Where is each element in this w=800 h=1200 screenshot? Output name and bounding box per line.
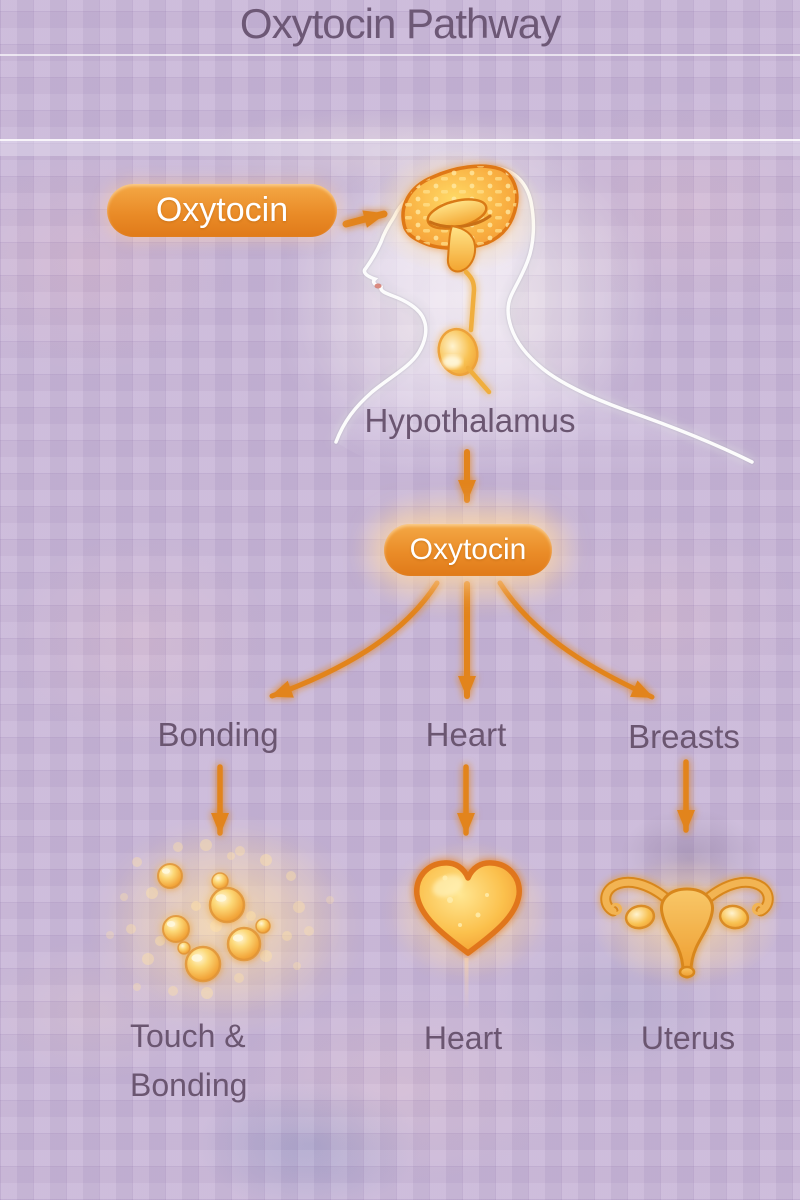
oxytocin-hormone-pill: Oxytocin [384,524,552,576]
head-fill [336,167,752,493]
heart-icon [390,842,546,1010]
tube-curl-left [610,903,622,915]
brain-texture [403,166,517,249]
brain-icon [370,150,546,395]
gland-stalk [463,269,477,333]
uterus-body [660,887,714,979]
arrow-oxytocin-to-head [342,210,388,228]
gland-highlight [442,355,462,369]
brainstem [446,224,477,273]
brain-body [401,164,519,250]
top-shine-line [0,54,800,56]
bubbles-halo [107,825,343,1015]
title-band [0,141,800,156]
heart-highlight [432,875,464,897]
gland-tail [465,365,492,395]
cap-fold [428,214,492,229]
arrow-to-bonding [269,580,440,699]
ovary-left [624,904,656,930]
target-label-bonding: Bonding [157,716,279,753]
uterus-icon [592,860,782,984]
bonding-bubbles-icon [106,825,343,1015]
target-label-heart: Heart [425,716,507,753]
oxytocin-source-pill: Oxytocin [107,184,337,237]
heart-light-streak [464,958,469,1010]
ovary-right [718,904,750,930]
title-underline [0,139,800,141]
brain-halo [370,150,546,274]
effect-label-heart: Heart [423,1020,503,1056]
bubbles-sparkles [106,839,334,999]
tube-curl-right [752,903,764,915]
page-title: Oxytocin Pathway [239,0,561,47]
hypothalamus-label: Hypothalamus [364,402,576,439]
cervix-tip [678,965,696,979]
arrow-to-breasts [497,580,655,700]
fallopian-tube-left [602,878,671,915]
heart-speckles [442,875,489,927]
effect-touch-line2: Bonding [130,1067,248,1103]
bubble-highlights [162,868,244,962]
hypothalamus-cap [426,198,488,230]
effect-touch-line1: Touch & [130,1018,246,1054]
lips [374,283,382,289]
heart-shape [414,860,522,956]
uterus-halo [592,860,782,984]
effect-label-uterus: Uterus [640,1020,736,1056]
target-label-breasts: Breasts [628,718,740,755]
heart-halo [390,842,546,978]
uterus-shape [600,876,774,979]
fallopian-tube-right [703,878,772,915]
effect-label-touch-bonding: Touch & Bonding [130,1012,370,1110]
pituitary-gland-icon [437,327,479,377]
bubbles-main [157,863,271,983]
